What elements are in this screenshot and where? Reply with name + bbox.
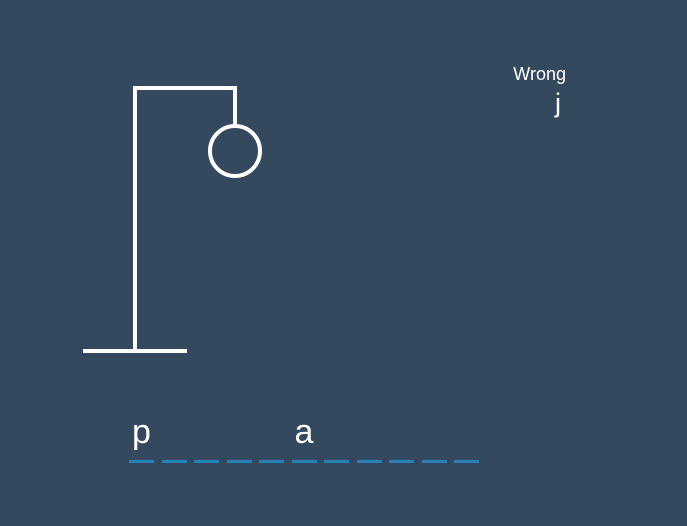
letter-slot bbox=[324, 410, 349, 463]
letter-slot: p bbox=[129, 410, 154, 463]
letter-slot bbox=[161, 410, 187, 463]
letter-slot bbox=[454, 410, 479, 463]
wrong-letters-title: Wrong bbox=[513, 64, 566, 84]
letter-slot bbox=[226, 410, 252, 463]
wrong-letters-panel: Wrong j bbox=[496, 62, 566, 118]
letter-slot bbox=[259, 410, 284, 463]
letter-slot: a bbox=[291, 410, 317, 463]
letter-slot bbox=[421, 410, 447, 463]
letter-slot bbox=[356, 410, 382, 463]
wrong-letters-list: j bbox=[555, 88, 563, 118]
figure-head bbox=[208, 124, 262, 178]
letter-slot bbox=[194, 410, 219, 463]
letter-slot bbox=[389, 410, 414, 463]
word-display: p a bbox=[129, 410, 479, 463]
